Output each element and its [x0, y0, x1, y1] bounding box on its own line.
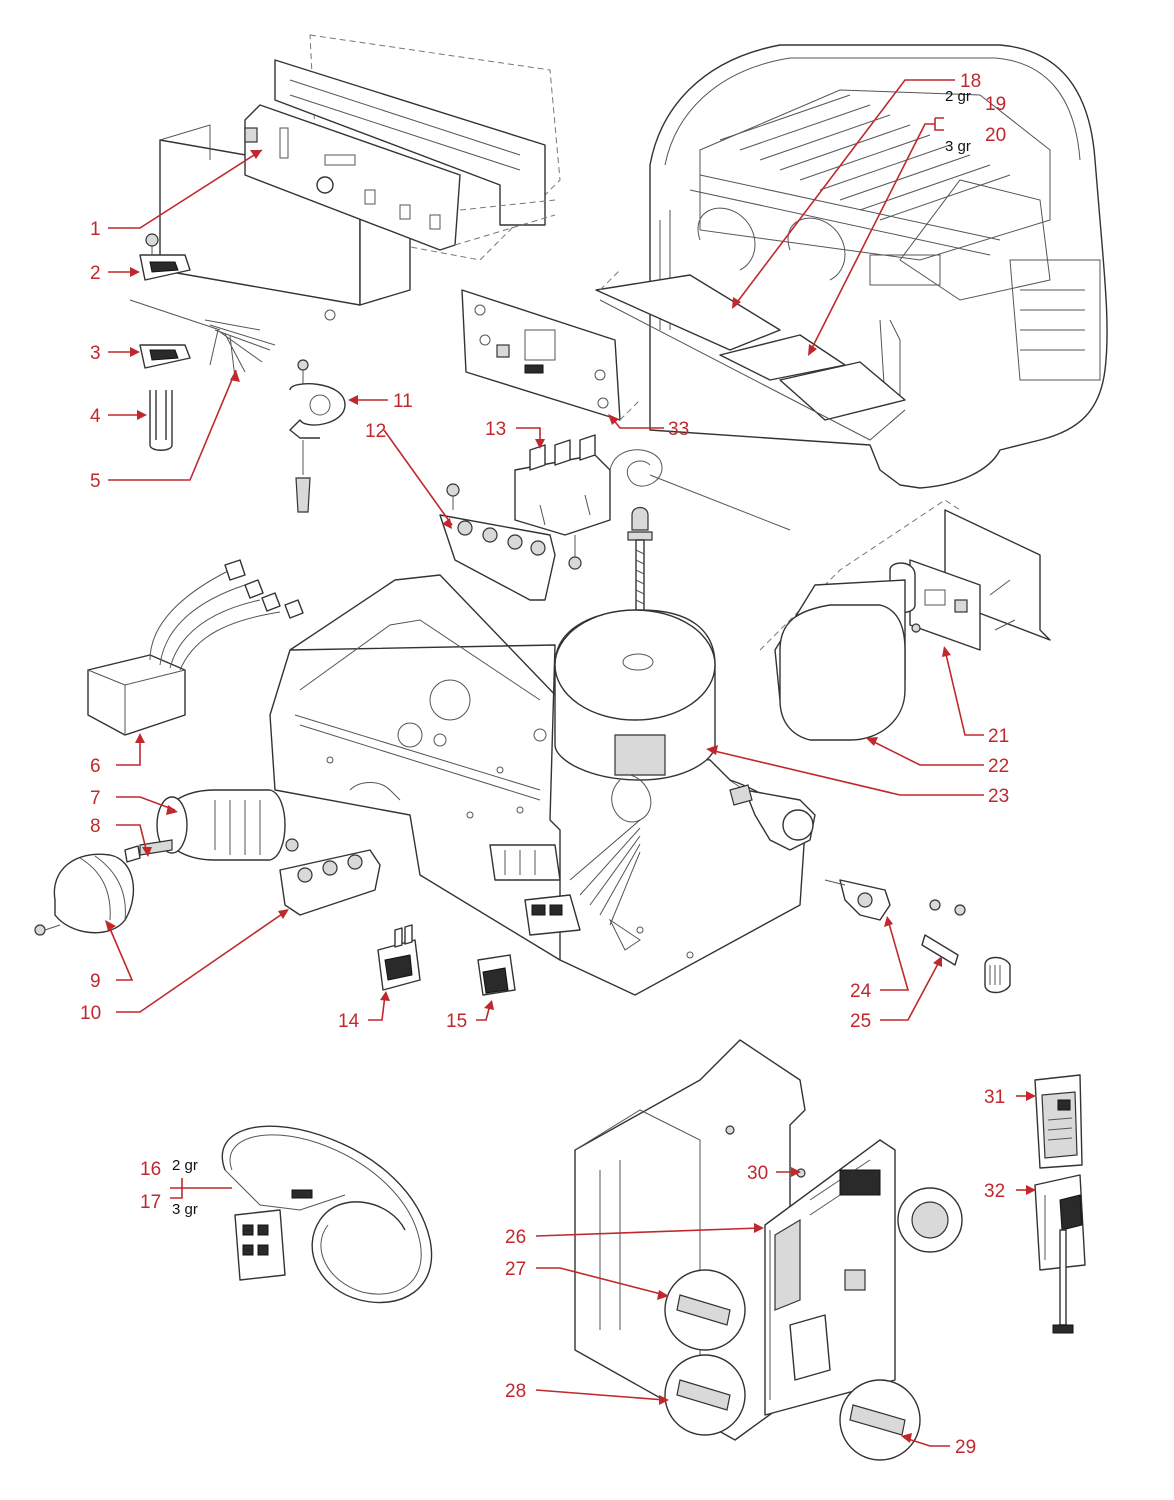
- keypad-board-32: [1034, 1174, 1086, 1334]
- callout-6: 6: [90, 756, 101, 777]
- cable-harness-16-17: [221, 1125, 433, 1304]
- keypad-31: [1034, 1074, 1083, 1169]
- leader-lines: [105, 79, 1036, 1447]
- callout-1: 1: [90, 219, 101, 240]
- callout-19: 19: [985, 94, 1006, 115]
- callout-5: 5: [90, 471, 101, 492]
- callout-7: 7: [90, 788, 101, 809]
- pipe-clamp-part: [289, 359, 346, 513]
- rotary-switch-parts: [34, 789, 286, 936]
- callout-33: 33: [668, 419, 689, 440]
- callout-17: 17: [140, 1192, 161, 1213]
- callout-28: 28: [505, 1381, 526, 1402]
- callout-25: 25: [850, 1011, 871, 1032]
- callout-labels: 1 2 3 4 5 6 7 8 9 10 11 12 13 14 15 16 2…: [80, 71, 1009, 1458]
- callout-26: 26: [505, 1227, 526, 1248]
- wiring-harness-6: [87, 559, 304, 736]
- callout-15: 15: [446, 1011, 467, 1032]
- callout-10: 10: [80, 1003, 101, 1024]
- callout-14: 14: [338, 1011, 360, 1032]
- callout-18: 18: [960, 71, 981, 92]
- callout-16: 16: [140, 1159, 161, 1180]
- callout-27: 27: [505, 1259, 526, 1280]
- variant-19: 2 gr: [945, 88, 971, 105]
- fuse-holder-parts: [729, 784, 1011, 994]
- variant-17: 3 gr: [172, 1201, 198, 1218]
- callout-30: 30: [747, 1163, 768, 1184]
- relay-13: [514, 434, 791, 570]
- transformer-bolt: [627, 506, 653, 616]
- callout-2: 2: [90, 263, 101, 284]
- callout-13: 13: [485, 419, 506, 440]
- callout-8: 8: [90, 816, 101, 837]
- callout-3: 3: [90, 343, 101, 364]
- callout-9: 9: [90, 971, 101, 992]
- rocker-switch-14: [377, 924, 421, 991]
- power-board-21-22: [759, 499, 1051, 741]
- electronic-control-housing: [574, 1039, 963, 1461]
- callout-24: 24: [850, 981, 872, 1002]
- callout-32: 32: [984, 1181, 1005, 1202]
- terminal-block-10: [279, 838, 381, 916]
- terminal-block-12: [439, 483, 556, 601]
- callout-4: 4: [90, 406, 101, 427]
- toroidal-transformer-23: [554, 609, 716, 926]
- callout-12: 12: [365, 421, 386, 442]
- callout-29: 29: [955, 1437, 976, 1458]
- callout-31: 31: [984, 1087, 1005, 1108]
- callout-22: 22: [988, 756, 1009, 777]
- callout-23: 23: [988, 786, 1009, 807]
- power-connectors: [489, 844, 581, 936]
- callout-20: 20: [985, 125, 1006, 146]
- cable-clamp-parts: [129, 233, 276, 451]
- control-panel-housing: [159, 34, 561, 321]
- indicator-lamp-15: [477, 954, 516, 996]
- variant-16: 2 gr: [172, 1157, 198, 1174]
- callout-11: 11: [393, 391, 413, 412]
- variant-20: 3 gr: [945, 138, 971, 155]
- callout-21: 21: [988, 726, 1009, 747]
- display-board-33: [461, 269, 641, 421]
